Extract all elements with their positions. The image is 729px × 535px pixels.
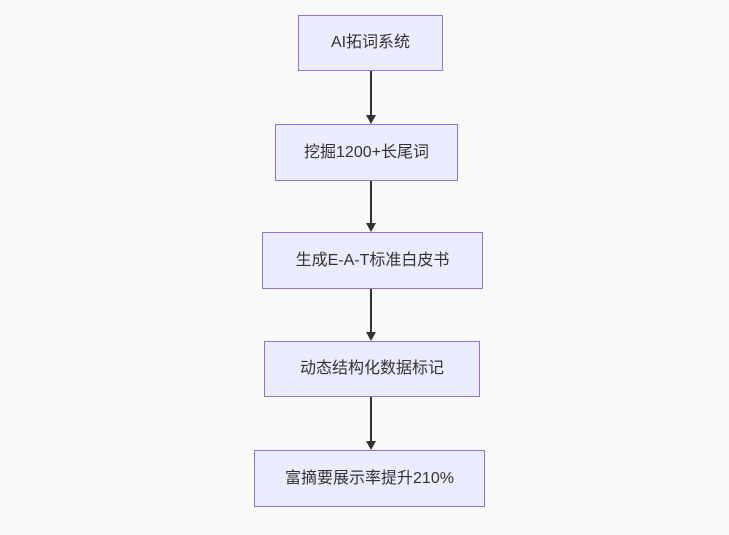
- flowchart-node-longtail-keywords: 挖掘1200+长尾词: [275, 124, 458, 181]
- arrowhead-down-icon: [365, 332, 376, 341]
- flowchart-arrow-4: [364, 397, 377, 450]
- flowchart-node-structured-data: 动态结构化数据标记: [264, 341, 480, 397]
- arrow-line: [369, 181, 372, 223]
- arrow-line: [369, 71, 372, 115]
- arrowhead-down-icon: [365, 223, 376, 232]
- node-label: 动态结构化数据标记: [299, 360, 444, 378]
- node-label: 挖掘1200+长尾词: [304, 143, 429, 161]
- flowchart-node-ai-system: AI拓词系统: [298, 15, 443, 71]
- flowchart-node-rich-snippet-result: 富摘要展示率提升210%: [254, 450, 485, 507]
- node-label: AI拓词系统: [330, 34, 411, 52]
- flowchart-node-eat-whitepaper: 生成E-A-T标准白皮书: [262, 232, 483, 289]
- flowchart-arrow-3: [364, 289, 377, 341]
- arrowhead-down-icon: [365, 441, 376, 450]
- arrowhead-down-icon: [365, 115, 376, 124]
- flowchart-arrow-1: [364, 71, 377, 124]
- arrow-line: [369, 289, 372, 332]
- flowchart-arrow-2: [364, 181, 377, 232]
- arrow-line: [369, 397, 372, 441]
- node-label: 富摘要展示率提升210%: [285, 469, 454, 487]
- node-label: 生成E-A-T标准白皮书: [295, 251, 450, 269]
